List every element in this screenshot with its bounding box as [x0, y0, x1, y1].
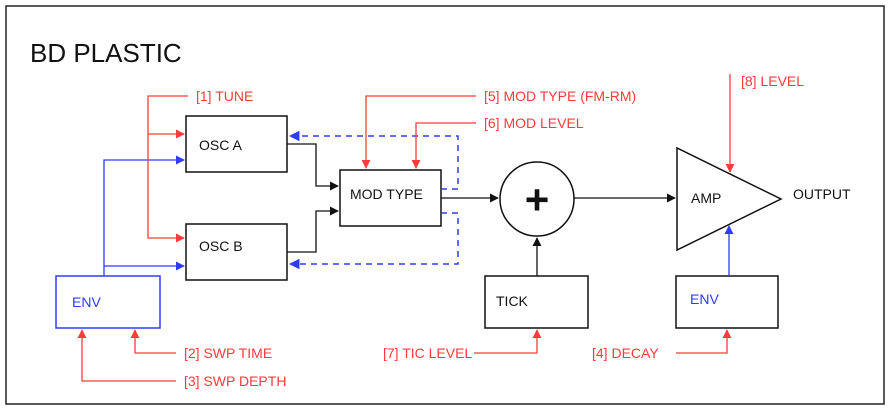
- param-tic-level-label: [7] TIC LEVEL: [383, 345, 472, 361]
- tune-route: [147, 95, 188, 243]
- feedback-dashed-lines: [288, 130, 459, 270]
- amp-label: AMP: [691, 190, 721, 206]
- signal-arrows: [287, 143, 676, 276]
- osc-b-label: OSC B: [199, 238, 243, 254]
- envelope-routes: [103, 155, 734, 276]
- param-swp-depth-label: [3] SWP DEPTH: [184, 373, 286, 389]
- mod-to-osc-a-feedback: [288, 130, 459, 190]
- mod-type-label: MOD TYPE: [350, 186, 423, 202]
- osc-a-block: OSC A: [185, 115, 288, 173]
- param-tune-label: [1] TUNE: [196, 88, 253, 104]
- amp-triangle: AMP: [676, 146, 783, 252]
- param-decay-label: [4] DECAY: [592, 345, 659, 361]
- sum-symbol: +: [525, 176, 550, 223]
- osc-a-label: OSC A: [199, 137, 242, 153]
- diagram-title: BD PLASTIC: [30, 38, 182, 68]
- env-left-block: ENV: [55, 275, 161, 329]
- osc-b-to-mod-arrow: [287, 206, 339, 253]
- osc-b-block: OSC B: [185, 223, 288, 281]
- swp-depth-route: [77, 329, 176, 382]
- parameter-routes: [77, 74, 735, 382]
- mod-level-route: [411, 122, 476, 169]
- param-mod-level-label: [6] MOD LEVEL: [484, 115, 584, 131]
- param-swp-time-label: [2] SWP TIME: [184, 345, 272, 361]
- tic-level-route: [474, 329, 542, 354]
- parameter-labels: [1] TUNE [5] MOD TYPE (FM-RM) [6] MOD LE…: [184, 73, 804, 389]
- output-label: OUTPUT: [793, 186, 851, 202]
- env-right-label: ENV: [690, 291, 719, 307]
- swp-time-route: [130, 329, 176, 354]
- env-right-block: ENV: [675, 275, 779, 329]
- tick-block: TICK: [484, 275, 589, 329]
- sum-node: +: [499, 161, 575, 237]
- decay-route: [676, 329, 732, 354]
- mod-type-block: MOD TYPE: [339, 169, 442, 227]
- osc-a-to-mod-arrow: [287, 143, 339, 191]
- param-mod-type-label: [5] MOD TYPE (FM-RM): [484, 88, 636, 104]
- env-left-label: ENV: [72, 294, 101, 310]
- mod-type-route: [361, 95, 476, 169]
- tick-label: TICK: [496, 293, 529, 309]
- param-level-label: [8] LEVEL: [741, 73, 804, 89]
- env-to-osc-a-arrow: [103, 155, 185, 276]
